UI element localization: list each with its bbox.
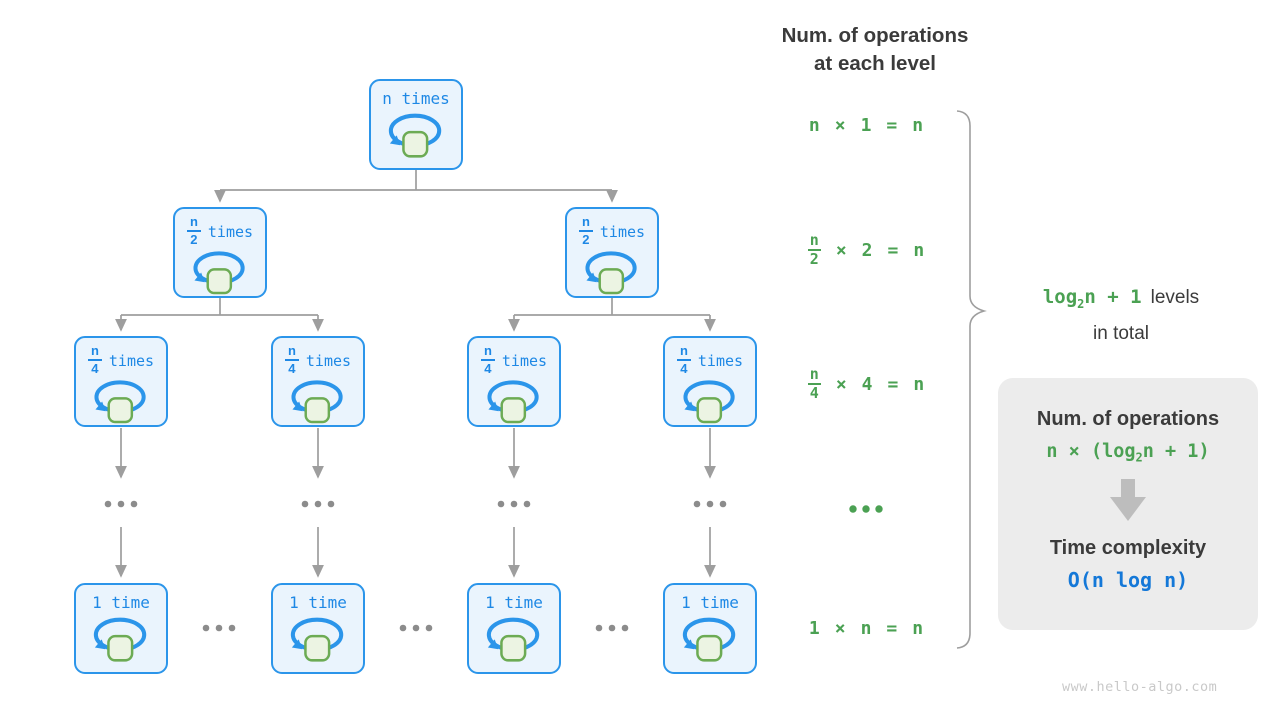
loop-arrow-icon [92,617,150,664]
node-label: n times [382,89,450,108]
ellipsis-dots-icon [849,505,883,513]
tree-node-leaf-d: 1 time [663,583,757,674]
loop-arrow-icon [289,617,347,664]
loop-arrow-icon [584,251,637,295]
tree-node-root: n times [369,79,463,170]
ellipsis-dots-icon [104,500,727,508]
loop-arrow-icon [485,617,543,664]
ellipsis-dots-icon [202,624,629,632]
node-label: 1 time [681,593,739,612]
loop-arrow-icon [192,251,245,295]
summary-panel: Num. of operations n × (log2n + 1) Time … [998,378,1258,630]
column-header: Num. of operations at each level [760,22,990,78]
levels-total-line2: in total [1093,322,1149,344]
column-header-line2: at each level [814,52,936,75]
node-label: 1 time [289,593,347,612]
panel-title: Num. of operations [1036,408,1220,430]
panel-subtitle: Time complexity [1049,536,1207,559]
down-block-arrow-icon [1110,478,1146,521]
loop-arrow-icon [486,380,539,424]
loop-arrow-icon [387,113,445,160]
equation-level-1: n×1=n [808,114,924,136]
equation-level-last: 1×n=n [808,617,924,639]
node-label: 1 time [485,593,543,612]
panel-formula: n × (log2n + 1) [1046,441,1210,465]
node-label: 1 time [92,593,150,612]
loop-arrow-icon [681,617,739,664]
levels-formula: log2n + 1 [1042,286,1142,311]
time-complexity-value: O(n log n) [1067,567,1189,592]
tree-node-leaf-a: 1 time [74,583,168,674]
tree-node-leaf-b: 1 time [271,583,365,674]
loop-arrow-icon [93,380,146,424]
column-header-line1: Num. of operations [781,24,969,47]
loop-arrow-icon [290,380,343,424]
watermark: www.hello-algo.com [1062,679,1218,695]
tree-node-leaf-c: 1 time [467,583,561,674]
loop-arrow-icon [682,380,735,424]
